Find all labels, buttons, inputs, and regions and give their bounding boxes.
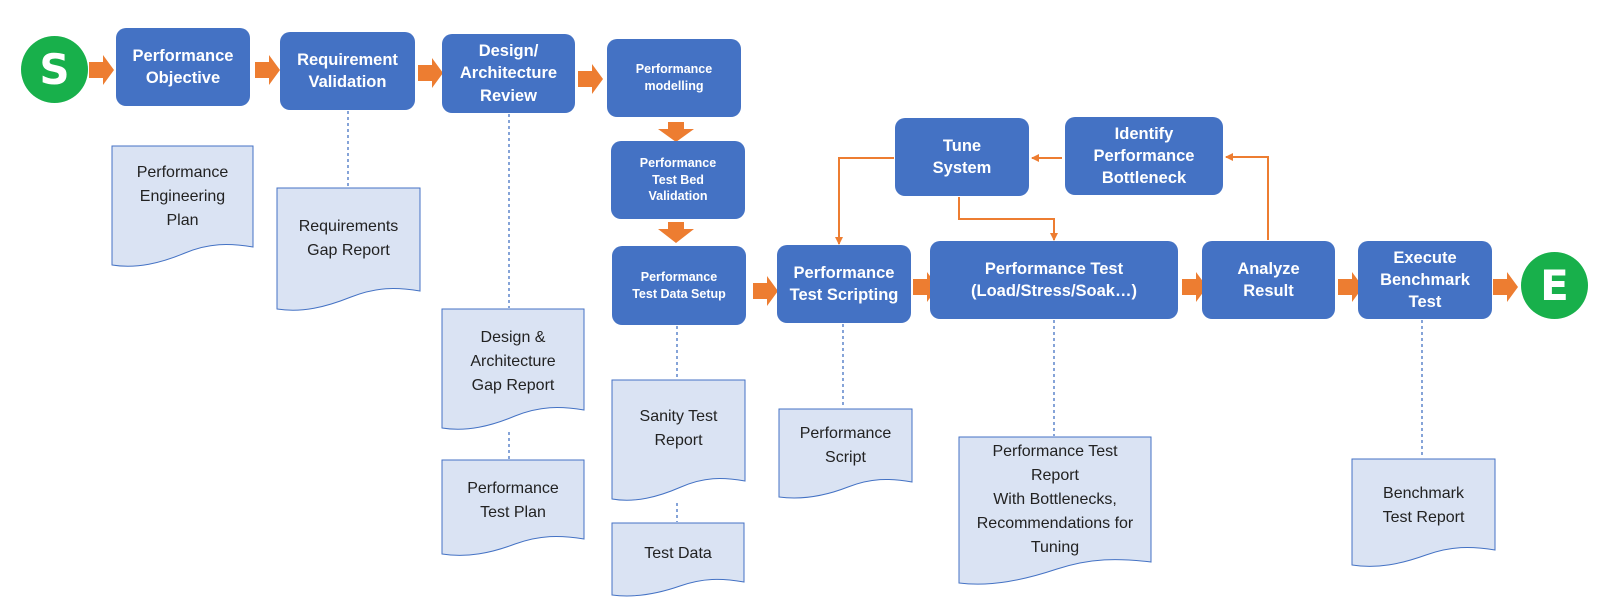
doc-label: Requirements Gap Report: [298, 218, 399, 259]
flow-arrows: [89, 55, 1518, 306]
document-shape: [1351, 458, 1496, 567]
document-shape: [958, 436, 1152, 585]
step-tune-system: Tune System: [895, 118, 1029, 196]
step-test-data-setup: Performance Test Data Setup: [612, 246, 746, 325]
doc-test-plan: Performance Test Plan: [441, 459, 585, 561]
loop-arrow-to-bottleneck: [1225, 153, 1269, 240]
dashed-connectors: [347, 111, 1423, 522]
step-execute-benchmark-test: Execute Benchmark Test: [1358, 241, 1492, 319]
doc-label: Performance Test Report With Bottlenecks…: [976, 443, 1134, 556]
step-identify-bottleneck: Identify Performance Bottleneck: [1065, 117, 1223, 195]
flow-arrow: [578, 64, 603, 94]
step-design-architecture-review: Design/ Architecture Review: [442, 34, 575, 113]
flow-arrow: [418, 58, 443, 88]
step-test-bed-validation: Performance Test Bed Validation: [611, 141, 745, 219]
step-requirement-validation: Requirement Validation: [280, 32, 415, 110]
flow-arrow: [753, 276, 778, 306]
step-performance-modelling: Performance modelling: [607, 39, 741, 117]
doc-design-gap-report: Design & Architecture Gap Report: [441, 308, 585, 436]
document-shape: [111, 145, 254, 267]
doc-label: Design & Architecture Gap Report: [470, 329, 556, 394]
doc-test-data: Test Data: [611, 522, 745, 600]
document-shape: [276, 187, 421, 311]
doc-performance-script: Performance Script: [778, 408, 913, 502]
doc-label: Sanity Test Report: [639, 408, 718, 449]
doc-requirements-gap-report: Requirements Gap Report: [276, 187, 421, 317]
document-shape: [441, 308, 585, 430]
doc-label: Test Data: [644, 545, 712, 562]
document-shape: [611, 522, 745, 597]
feedback-loop: [835, 153, 1269, 245]
doc-engineering-plan: Performance Engineering Plan: [111, 145, 254, 273]
flow-arrow: [658, 122, 694, 142]
flow-arrow: [255, 55, 280, 85]
step-test-scripting: Performance Test Scripting: [777, 245, 911, 323]
doc-sanity-test-report: Sanity Test Report: [611, 379, 746, 507]
step-performance-objective: Performance Objective: [116, 28, 250, 106]
doc-label: Benchmark Test Report: [1382, 485, 1465, 526]
document-shape: [611, 379, 746, 501]
flow-arrow: [1182, 272, 1207, 302]
document-shape: [441, 459, 585, 556]
flow-arrow: [1493, 272, 1518, 302]
flow-arrow: [1338, 272, 1363, 302]
flow-arrow: [89, 55, 114, 85]
doc-label: Performance Test Plan: [467, 480, 559, 521]
doc-benchmark-test-report: Benchmark Test Report: [1351, 458, 1496, 573]
doc-performance-test-report: Performance Test Report With Bottlenecks…: [958, 436, 1152, 591]
step-analyze-result: Analyze Result: [1202, 241, 1335, 319]
flow-arrow: [658, 222, 694, 243]
loop-arrow-to-performance-test: [958, 197, 1058, 241]
document-shape: [778, 408, 913, 499]
doc-label: Performance Engineering Plan: [136, 164, 229, 229]
loop-arrow-to-scripting: [835, 157, 894, 245]
start-terminal: S: [21, 36, 88, 103]
step-performance-test: Performance Test (Load/Stress/Soak…): [930, 241, 1178, 319]
end-terminal: E: [1521, 252, 1588, 319]
doc-label: Performance Script: [799, 425, 892, 466]
